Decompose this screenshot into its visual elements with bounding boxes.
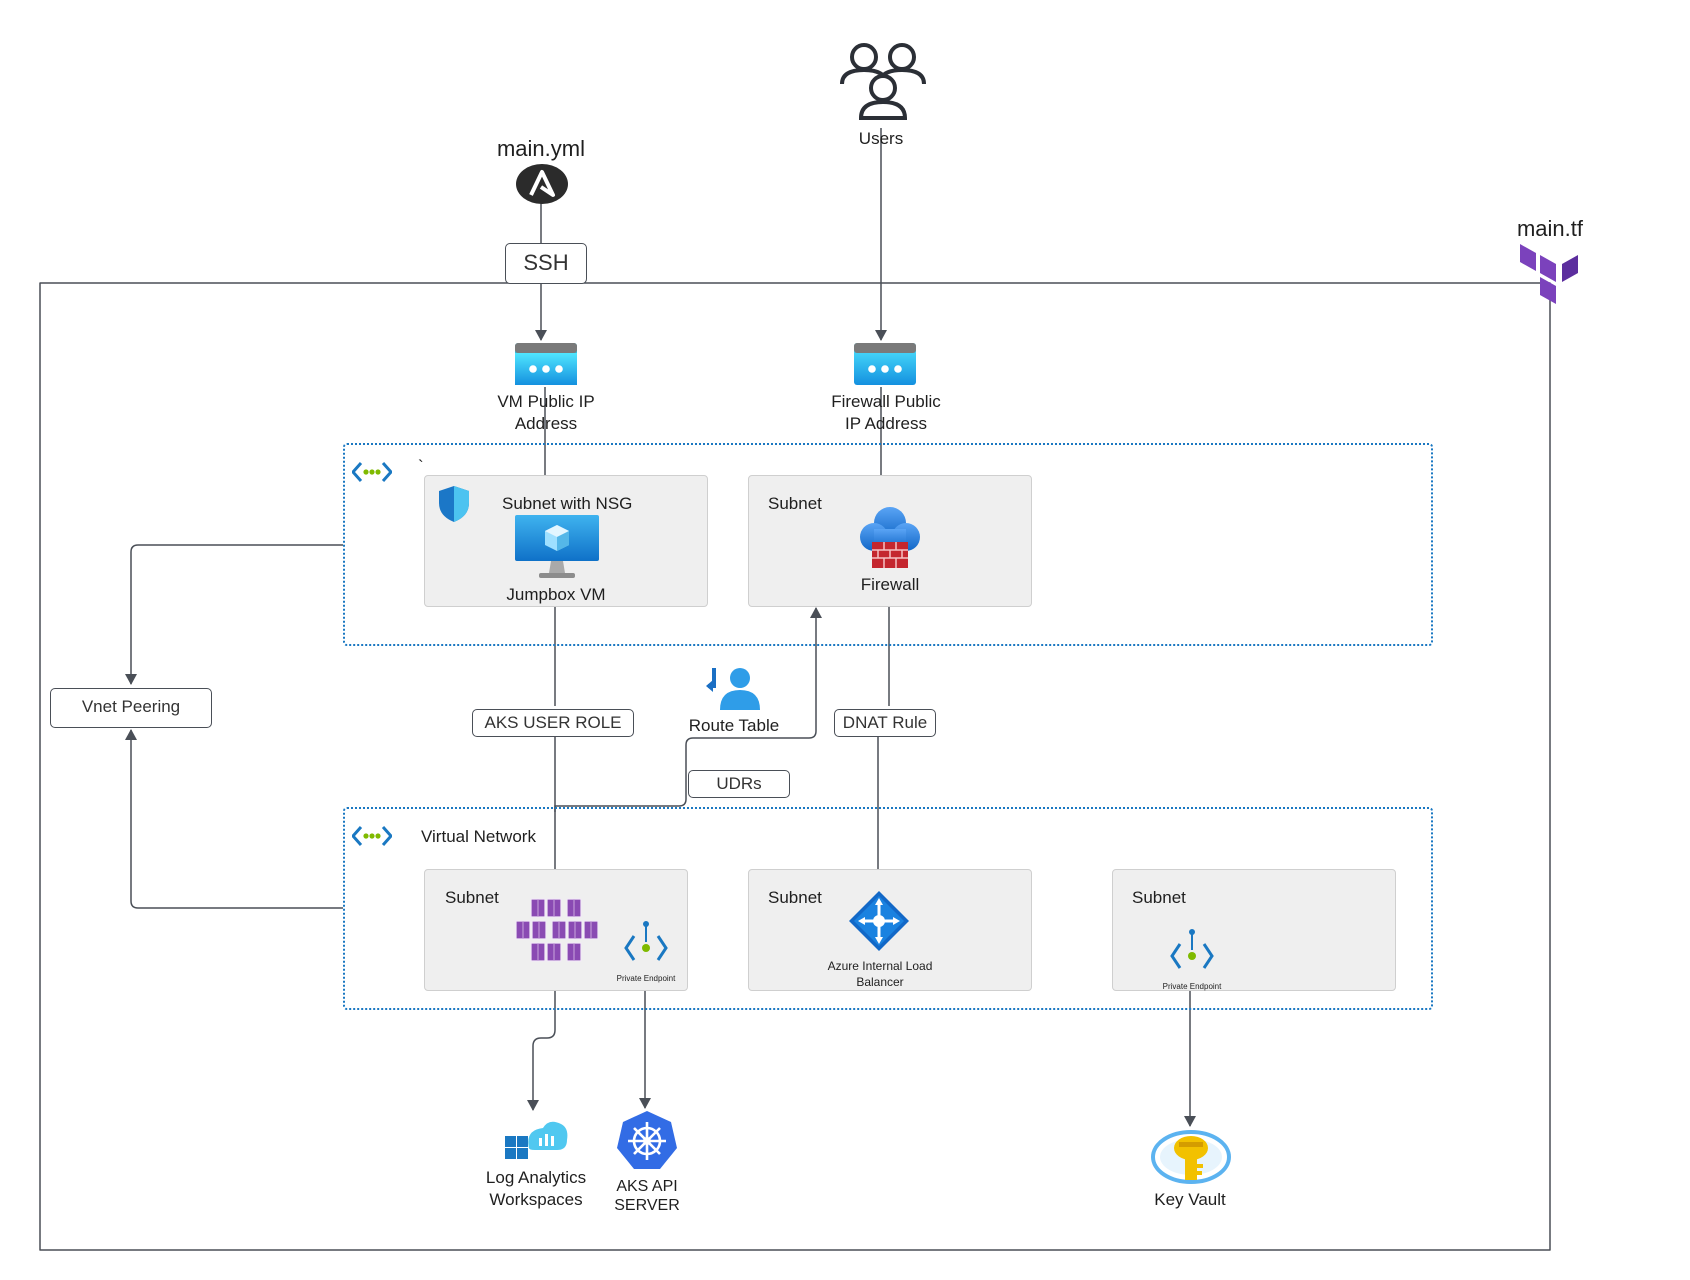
public-ip-icon (854, 343, 916, 385)
pe-kv-label: Private Endpoint (1162, 982, 1222, 991)
edge-hub-peering (125, 544, 343, 685)
hub-vnet (343, 443, 1433, 646)
nsg-shield-icon (439, 486, 469, 522)
key-vault-icon (1151, 1130, 1231, 1184)
private-endpoint-icon (1170, 929, 1214, 969)
users-icon (840, 43, 926, 120)
vnet-icon (352, 826, 392, 846)
vm-public-ip-label: VM Public IP Address (497, 392, 595, 433)
udrs-label: UDRs (688, 770, 790, 798)
pe-aks-label: Private Endpoint (616, 974, 676, 983)
log-analytics-label: Log Analytics Workspaces (485, 1168, 587, 1209)
virtual-machine-icon (515, 515, 599, 578)
aks-cluster-icon (515, 898, 599, 962)
subnet-kv (1112, 869, 1396, 991)
terraform-label: main.tf (1516, 216, 1584, 241)
subnet-nsg-title: Subnet with NSG (502, 494, 633, 513)
route-table-label: Route Table (688, 716, 780, 735)
fw-public-ip-label: Firewall Public IP Address (831, 392, 941, 433)
firewall-icon (860, 507, 920, 568)
dnat-rule-label: DNAT Rule (834, 709, 936, 737)
hub-vnet-label: ` (418, 457, 424, 476)
ssh-label: SSH (505, 243, 587, 284)
jumpbox-label: Jumpbox VM (506, 585, 606, 604)
edge-udr (554, 607, 822, 812)
public-ip-icon (515, 343, 577, 385)
terraform-icon (1520, 244, 1578, 304)
vnet-icon (352, 462, 392, 482)
ansible-icon (516, 164, 568, 204)
subnet-firewall-title: Subnet (768, 494, 822, 513)
subnet-kv-title: Subnet (1132, 888, 1186, 907)
edge-spoke-peering (125, 729, 343, 909)
subnet-lb-title: Subnet (768, 888, 822, 907)
spoke-vnet (343, 807, 1433, 1010)
aks-user-role-label: AKS USER ROLE (472, 709, 634, 737)
route-table-icon (706, 668, 760, 710)
private-endpoint-icon (624, 921, 668, 961)
load-balancer-icon (849, 891, 909, 951)
subnet-aks-title: Subnet (445, 888, 499, 907)
aks-api-label: AKS API SERVER (614, 1178, 680, 1214)
spoke-vnet-label: Virtual Network (421, 827, 536, 846)
ansible-label: main.yml (496, 136, 585, 161)
key-vault-label: Key Vault (1154, 1190, 1226, 1209)
terraform-boundary (39, 282, 1551, 1251)
log-analytics-icon (505, 1121, 568, 1159)
users-label: Users (858, 129, 904, 148)
edge-aks-logs (527, 960, 556, 1111)
kubernetes-icon (617, 1111, 677, 1169)
vnet-peering-label: Vnet Peering (50, 688, 212, 728)
firewall-label: Firewall (860, 575, 920, 594)
load-balancer-label: Azure Internal Load Balancer (827, 959, 933, 989)
